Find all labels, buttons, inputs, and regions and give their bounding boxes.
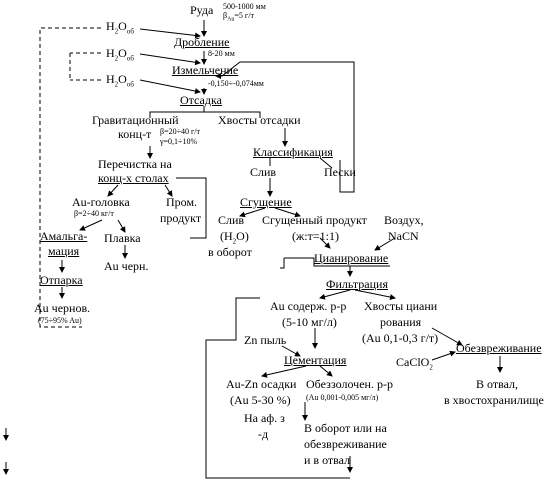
au-zn-2: (Au 5-30 %): [230, 393, 291, 407]
au-zn-4: -д: [258, 427, 269, 441]
grinding-step: Измельчение: [172, 63, 239, 77]
grav-beta: β=20÷40 г/т: [160, 127, 200, 136]
au-black-2: (75÷95% Au): [38, 316, 82, 325]
sands-label: Пески: [324, 165, 356, 179]
water-label-3: H2Oоб: [106, 72, 134, 89]
jig-tails: Хвосты отсадки: [218, 113, 301, 127]
overflow-label: Слив: [250, 165, 277, 179]
ore-label: Руда: [190, 3, 214, 17]
degold-2: (Au 0,001-0,005 мг/л): [306, 393, 379, 402]
degold-1: Обеззолочен. р-р: [306, 377, 393, 391]
au-zn-3: На аф. з: [244, 411, 285, 425]
crushing-step: Дробление: [174, 35, 230, 49]
water-label-1: H2Oоб: [106, 19, 134, 36]
industrial-line-1: Пром.: [166, 195, 198, 209]
air-line-2: NaCN: [388, 229, 419, 243]
ore-grade: βAu=5 г/т: [223, 11, 254, 23]
caclo: CaClO2: [396, 355, 433, 372]
industrial-line-2: продукт: [160, 211, 202, 225]
tables-line-1: Перечистка на: [98, 157, 172, 171]
tables-line-2: конц-х столах: [98, 171, 169, 185]
cementation-step: Цементация: [284, 353, 347, 367]
dump-2: в хвостохранилище: [444, 393, 544, 407]
neutralization-step: Обезвреживание: [456, 341, 542, 355]
grav-conc-line-2: конц-т: [118, 127, 152, 141]
au-solution-1: Au содерж. р-р: [270, 299, 347, 313]
degold-4: обезвреживание: [304, 437, 387, 451]
thick-product-2: (ж:т=1:1): [292, 229, 339, 243]
overflow-water-1: Слив: [218, 213, 245, 227]
degold-5: и в отвал: [304, 453, 351, 467]
filtration-step: Фильтрация: [326, 277, 388, 291]
au-solution-2: (5-10 мг/л): [282, 315, 337, 329]
smelting-step: Плавка: [104, 231, 141, 245]
crushing-size: 8-20 мм: [208, 49, 235, 58]
jigging-step: Отсадка: [180, 93, 222, 107]
dump-1: В отвал,: [476, 377, 519, 391]
overflow-water-4: в оборот: [208, 245, 252, 259]
au-head-beta: β=2÷40 кг/т: [74, 209, 114, 218]
cyanidation-step: Цианирование: [314, 251, 389, 265]
cyan-tails-3: (Au 0,1-0,3 г/т): [362, 331, 439, 345]
au-zn-1: Au-Zn осадки: [226, 377, 297, 391]
grav-gamma: γ=0,1÷10%: [160, 137, 198, 146]
classification-step: Классификация: [253, 145, 333, 159]
overflow-water-2: (H2O): [220, 229, 249, 246]
cyan-tails-1: Хвосты циани: [364, 299, 438, 313]
cyan-tails-2: рования: [380, 315, 422, 329]
water-label-2: H2Oоб: [106, 46, 134, 63]
amalgam-line-2: мация: [48, 244, 80, 258]
au-black-1: Au чернов.: [34, 301, 91, 315]
amalgam-line-1: Амальга-: [40, 229, 88, 243]
thick-product-1: Сгущенный продукт: [262, 213, 367, 227]
distill-step: Отпарка: [40, 273, 83, 287]
ore-size: 500-1000 мм: [223, 2, 266, 11]
au-rough: Au черн.: [104, 259, 149, 273]
grav-conc-line-1: Гравитационный: [92, 113, 179, 127]
air-line-1: Воздух,: [384, 213, 424, 227]
thickening-step: Сгущение: [240, 195, 292, 209]
zn-dust: Zn пыль: [244, 333, 287, 347]
au-head: Au-головка: [72, 195, 130, 209]
degold-3: В оборот или на: [304, 421, 387, 435]
grinding-size: -0,150÷-0,074мм: [208, 79, 264, 88]
